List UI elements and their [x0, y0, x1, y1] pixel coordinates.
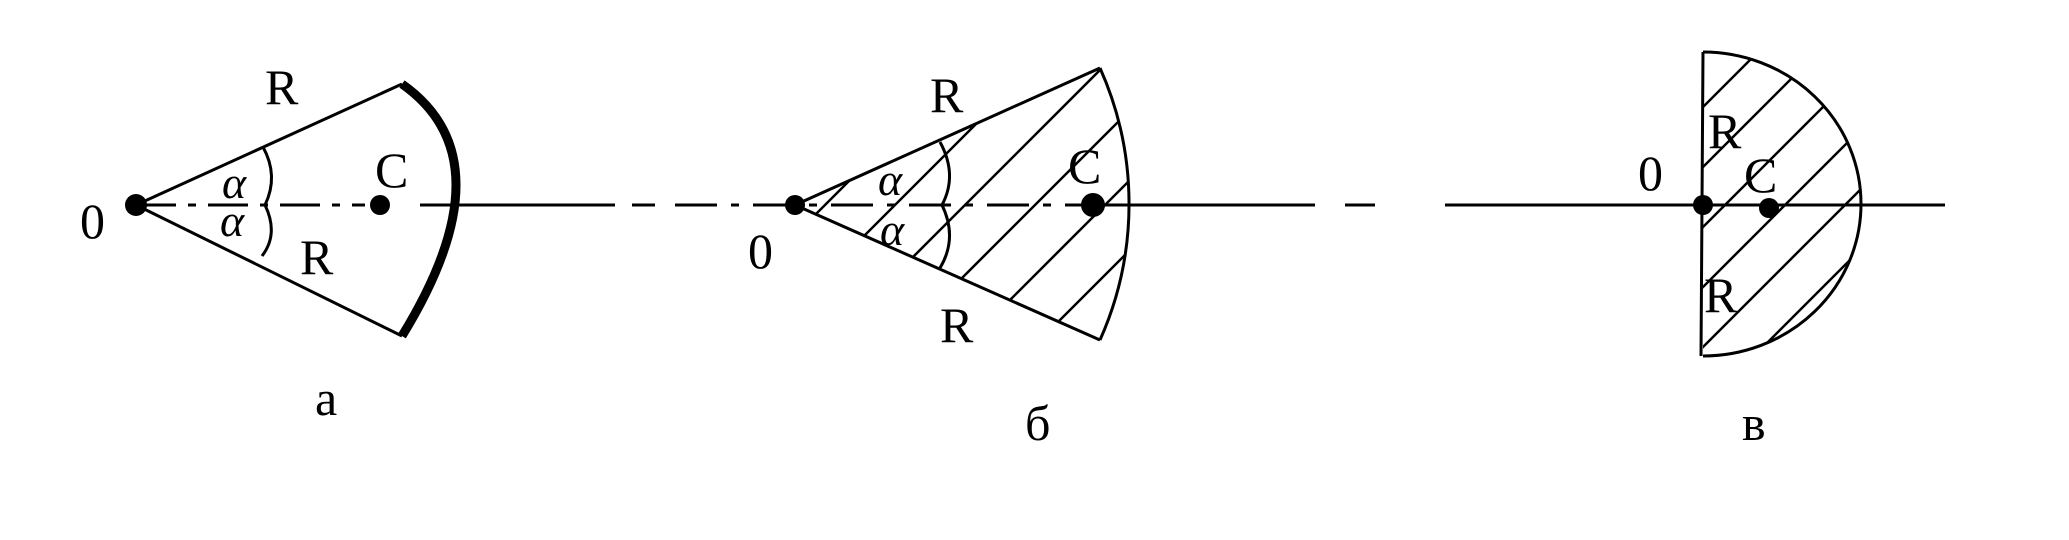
semicircle-arc: [1702, 50, 1863, 358]
radius-lower-line: [135, 203, 403, 338]
figure-caption: а: [315, 370, 337, 426]
angle-arc-upper: [261, 146, 273, 206]
origin-label: 0: [748, 223, 773, 279]
radius-lower-line: [794, 203, 1101, 342]
radius-upper-label: R: [930, 67, 964, 123]
origin-label: 0: [80, 193, 105, 249]
centroid-point: [370, 195, 390, 215]
angle-lower-label: α: [220, 195, 245, 246]
origin-label: 0: [1638, 145, 1663, 201]
centroid-label: C: [1068, 138, 1101, 194]
angle-arc-upper: [938, 141, 952, 206]
angle-arc-lower: [938, 204, 952, 269]
arc-curve: [398, 80, 461, 339]
radius-upper-label: R: [1708, 103, 1742, 159]
hatching: [795, 68, 1130, 340]
angle-arc-lower: [260, 204, 273, 257]
radius-lower-label: R: [300, 229, 334, 285]
origin-point: [125, 194, 147, 216]
angle-lower-label: α: [880, 204, 905, 255]
angle-upper-label: α: [222, 157, 247, 208]
origin-point: [785, 195, 805, 215]
radius-lower-label: R: [940, 297, 974, 353]
radius-upper-line: [135, 82, 403, 207]
radius-lower-label: R: [1704, 267, 1738, 323]
radius-upper-line: [794, 66, 1101, 207]
figure-caption: б: [1025, 395, 1050, 451]
centroid-point: [1759, 198, 1779, 218]
figure-a: R R α α 0 C а: [80, 59, 461, 426]
origin-point: [1693, 195, 1713, 215]
angle-upper-label: α: [878, 154, 903, 205]
centroid-point: [1081, 193, 1105, 217]
figure-v: R R 0 C в: [1638, 50, 1863, 451]
radius-upper-label: R: [265, 59, 299, 115]
sector-arc: [1098, 67, 1131, 341]
figure-b: R R α α 0 C б: [748, 66, 1131, 451]
centroid-label: C: [375, 142, 408, 198]
figure-caption: в: [1742, 395, 1766, 451]
centroid-label: C: [1744, 147, 1777, 203]
